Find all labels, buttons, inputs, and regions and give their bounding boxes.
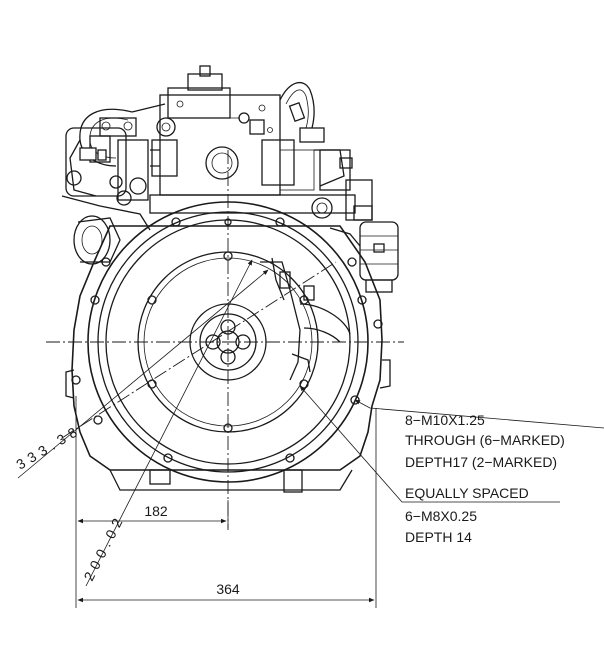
engine-top-assembly xyxy=(61,65,399,293)
dimension-diameter-inner: 200.02 xyxy=(80,511,127,583)
bolt-callout: 8−M10X1.25 THROUGH (6−MARKED) DEPTH17 (2… xyxy=(405,412,565,470)
bolt-depth: DEPTH17 (2−MARKED) xyxy=(405,454,557,470)
bolt-through: THROUGH (6−MARKED) xyxy=(405,432,565,448)
dimensions xyxy=(17,259,604,608)
screw-depth: DEPTH 14 xyxy=(405,529,472,545)
dimension-diameter-outer: 333.38 xyxy=(13,421,84,472)
screw-callout: EQUALLY SPACED 6−M8X0.25 DEPTH 14 xyxy=(405,485,529,545)
dimension-width-total: 364 xyxy=(216,581,240,597)
dimension-width-half: 182 xyxy=(144,503,168,519)
centerlines xyxy=(46,150,404,530)
screw-spec: 6−M8X0.25 xyxy=(405,508,477,524)
bolt-spec: 8−M10X1.25 xyxy=(405,412,485,428)
screw-spacing: EQUALLY SPACED xyxy=(405,485,529,501)
